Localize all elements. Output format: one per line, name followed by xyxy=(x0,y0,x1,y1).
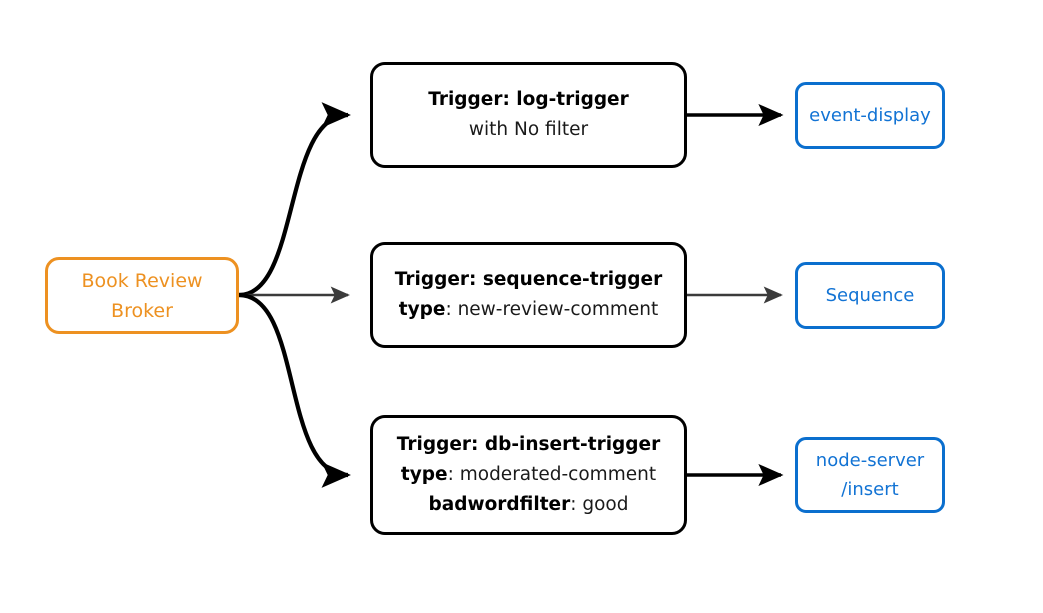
trigger-line-title: Trigger: log-trigger xyxy=(428,85,628,115)
edge-broker-to-log-trigger xyxy=(238,102,351,298)
node-book-review-broker[interactable]: Book Review Broker xyxy=(45,257,239,334)
node-label-line: Broker xyxy=(111,299,173,322)
trigger-line-detail: type: new-review-comment xyxy=(399,295,658,325)
trigger-line-detail: type: moderated-comment xyxy=(401,460,656,490)
trigger-bold-text: type xyxy=(398,299,446,320)
edge-broker-to-db-insert-trigger xyxy=(238,292,351,488)
trigger-line-title: Trigger: db-insert-trigger xyxy=(397,430,660,460)
trigger-regular-text: with No filter xyxy=(468,119,589,140)
trigger-line-detail: badwordfilter: good xyxy=(429,490,629,520)
trigger-bold-text: Trigger: sequence-trigger xyxy=(394,269,663,290)
node-sequence-trigger[interactable]: Trigger: sequence-trigger type: new-revi… xyxy=(370,242,687,348)
node-label-line: event-display xyxy=(809,105,931,126)
node-label-line: node-server xyxy=(815,450,925,471)
trigger-bold-text: Trigger: log-trigger xyxy=(428,89,629,110)
node-sequence[interactable]: Sequence xyxy=(795,262,945,329)
node-label-line: /insert xyxy=(841,479,899,500)
node-node-server-insert[interactable]: node-server /insert xyxy=(795,437,945,513)
node-label-line: Book Review xyxy=(81,269,203,292)
node-log-trigger[interactable]: Trigger: log-trigger with No filter xyxy=(370,62,687,168)
trigger-line-title: Trigger: sequence-trigger xyxy=(395,265,662,295)
trigger-line-detail: with No filter xyxy=(469,115,588,145)
trigger-regular-text: : good xyxy=(570,494,629,515)
trigger-regular-text: : moderated-comment xyxy=(447,464,657,485)
trigger-bold-text: type xyxy=(400,464,448,485)
trigger-bold-text: badwordfilter xyxy=(428,494,571,515)
node-db-insert-trigger[interactable]: Trigger: db-insert-trigger type: moderat… xyxy=(370,415,687,535)
trigger-bold-text: Trigger: db-insert-trigger xyxy=(396,434,661,455)
trigger-regular-text: : new-review-comment xyxy=(445,299,659,320)
node-event-display[interactable]: event-display xyxy=(795,82,945,149)
node-label-line: Sequence xyxy=(825,285,915,306)
